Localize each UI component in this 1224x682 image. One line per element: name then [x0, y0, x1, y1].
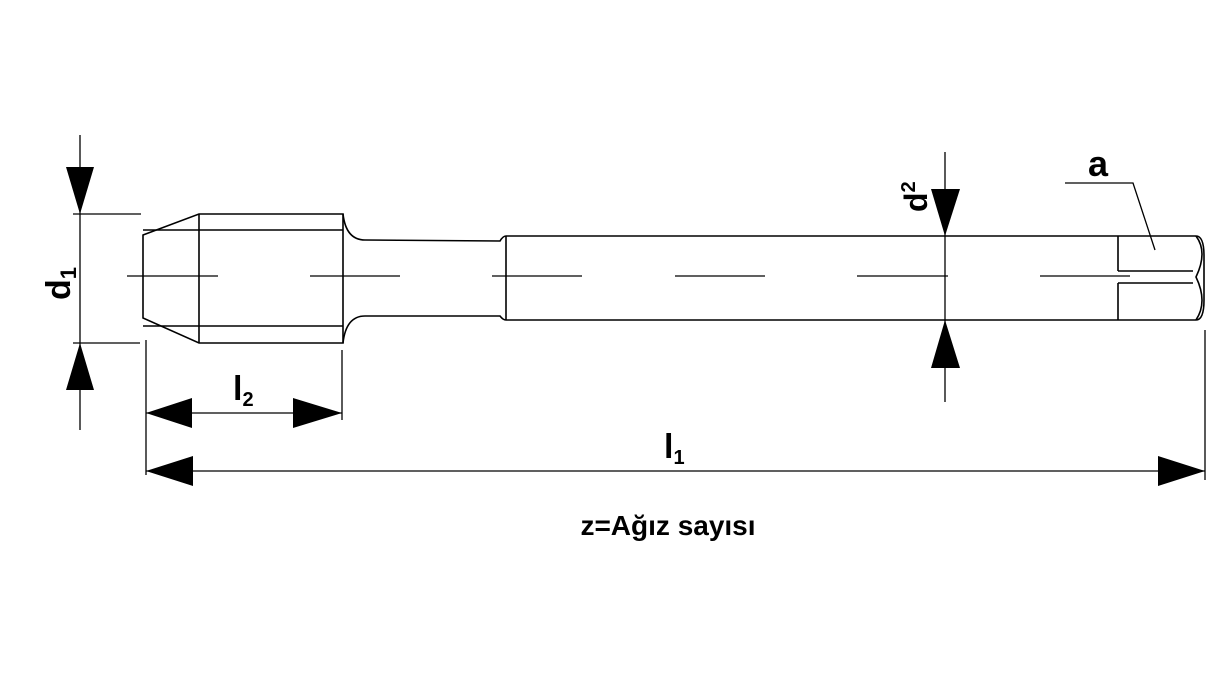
- svg-text:d1: d1: [40, 267, 81, 300]
- caption: z=Ağız sayısı: [580, 510, 755, 541]
- dimension-d2: d2: [898, 152, 960, 402]
- leader-a: a: [1065, 143, 1156, 251]
- l2-label: l: [233, 370, 242, 408]
- svg-text:l2: l2: [233, 370, 254, 411]
- svg-text:d2: d2: [898, 181, 934, 212]
- dimension-l1: l1: [146, 330, 1206, 486]
- d1-label: d: [40, 279, 78, 300]
- d2-label: d: [898, 192, 934, 212]
- dimension-d1: d1: [40, 135, 141, 430]
- l2-subscript: 2: [242, 389, 253, 411]
- l1-label: l: [664, 428, 673, 466]
- svg-text:l1: l1: [664, 428, 685, 469]
- l1-subscript: 1: [673, 447, 684, 469]
- d1-subscript: 1: [56, 267, 81, 279]
- dimension-l2: l2: [145, 340, 343, 475]
- a-label: a: [1088, 143, 1109, 184]
- tap-outline: [142, 213, 1205, 344]
- d2-subscript: 2: [898, 181, 920, 192]
